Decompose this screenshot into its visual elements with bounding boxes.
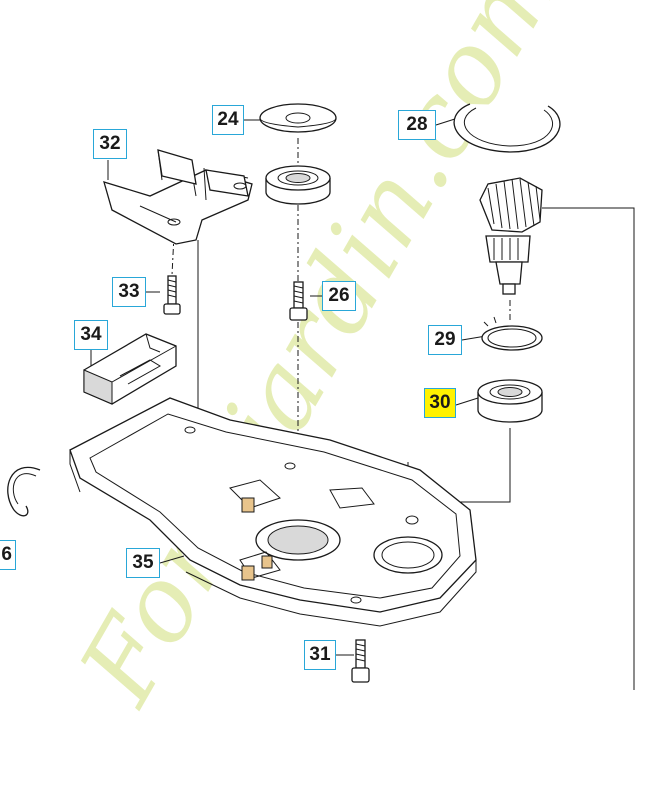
part-24-washer: [259, 103, 337, 133]
part-28-circlip: [453, 103, 561, 153]
part-26-screw: [289, 281, 308, 321]
callout-33[interactable]: 33: [112, 277, 146, 307]
part-33-screw: [163, 275, 181, 315]
part-31-screw: [351, 639, 370, 683]
callout-6[interactable]: 6: [0, 540, 16, 570]
part-pinion-gear: [479, 177, 543, 295]
part-30-bearing: [477, 379, 543, 423]
callout-29[interactable]: 29: [428, 325, 462, 355]
callout-31[interactable]: 31: [304, 640, 336, 670]
callout-24[interactable]: 24: [212, 105, 244, 135]
part-34-block: [83, 333, 177, 405]
part-left-circlip: [7, 466, 41, 517]
callout-32[interactable]: 32: [93, 129, 127, 159]
part-32-bracket: [103, 149, 253, 245]
callout-30[interactable]: 30: [424, 388, 456, 418]
callout-26[interactable]: 26: [322, 281, 356, 311]
part-29-circlip: [481, 316, 543, 351]
part-bearing-top: [265, 165, 331, 205]
callout-28[interactable]: 28: [398, 110, 436, 140]
callout-35[interactable]: 35: [126, 548, 160, 578]
part-35-housing: [69, 397, 477, 627]
callout-34[interactable]: 34: [74, 320, 108, 350]
